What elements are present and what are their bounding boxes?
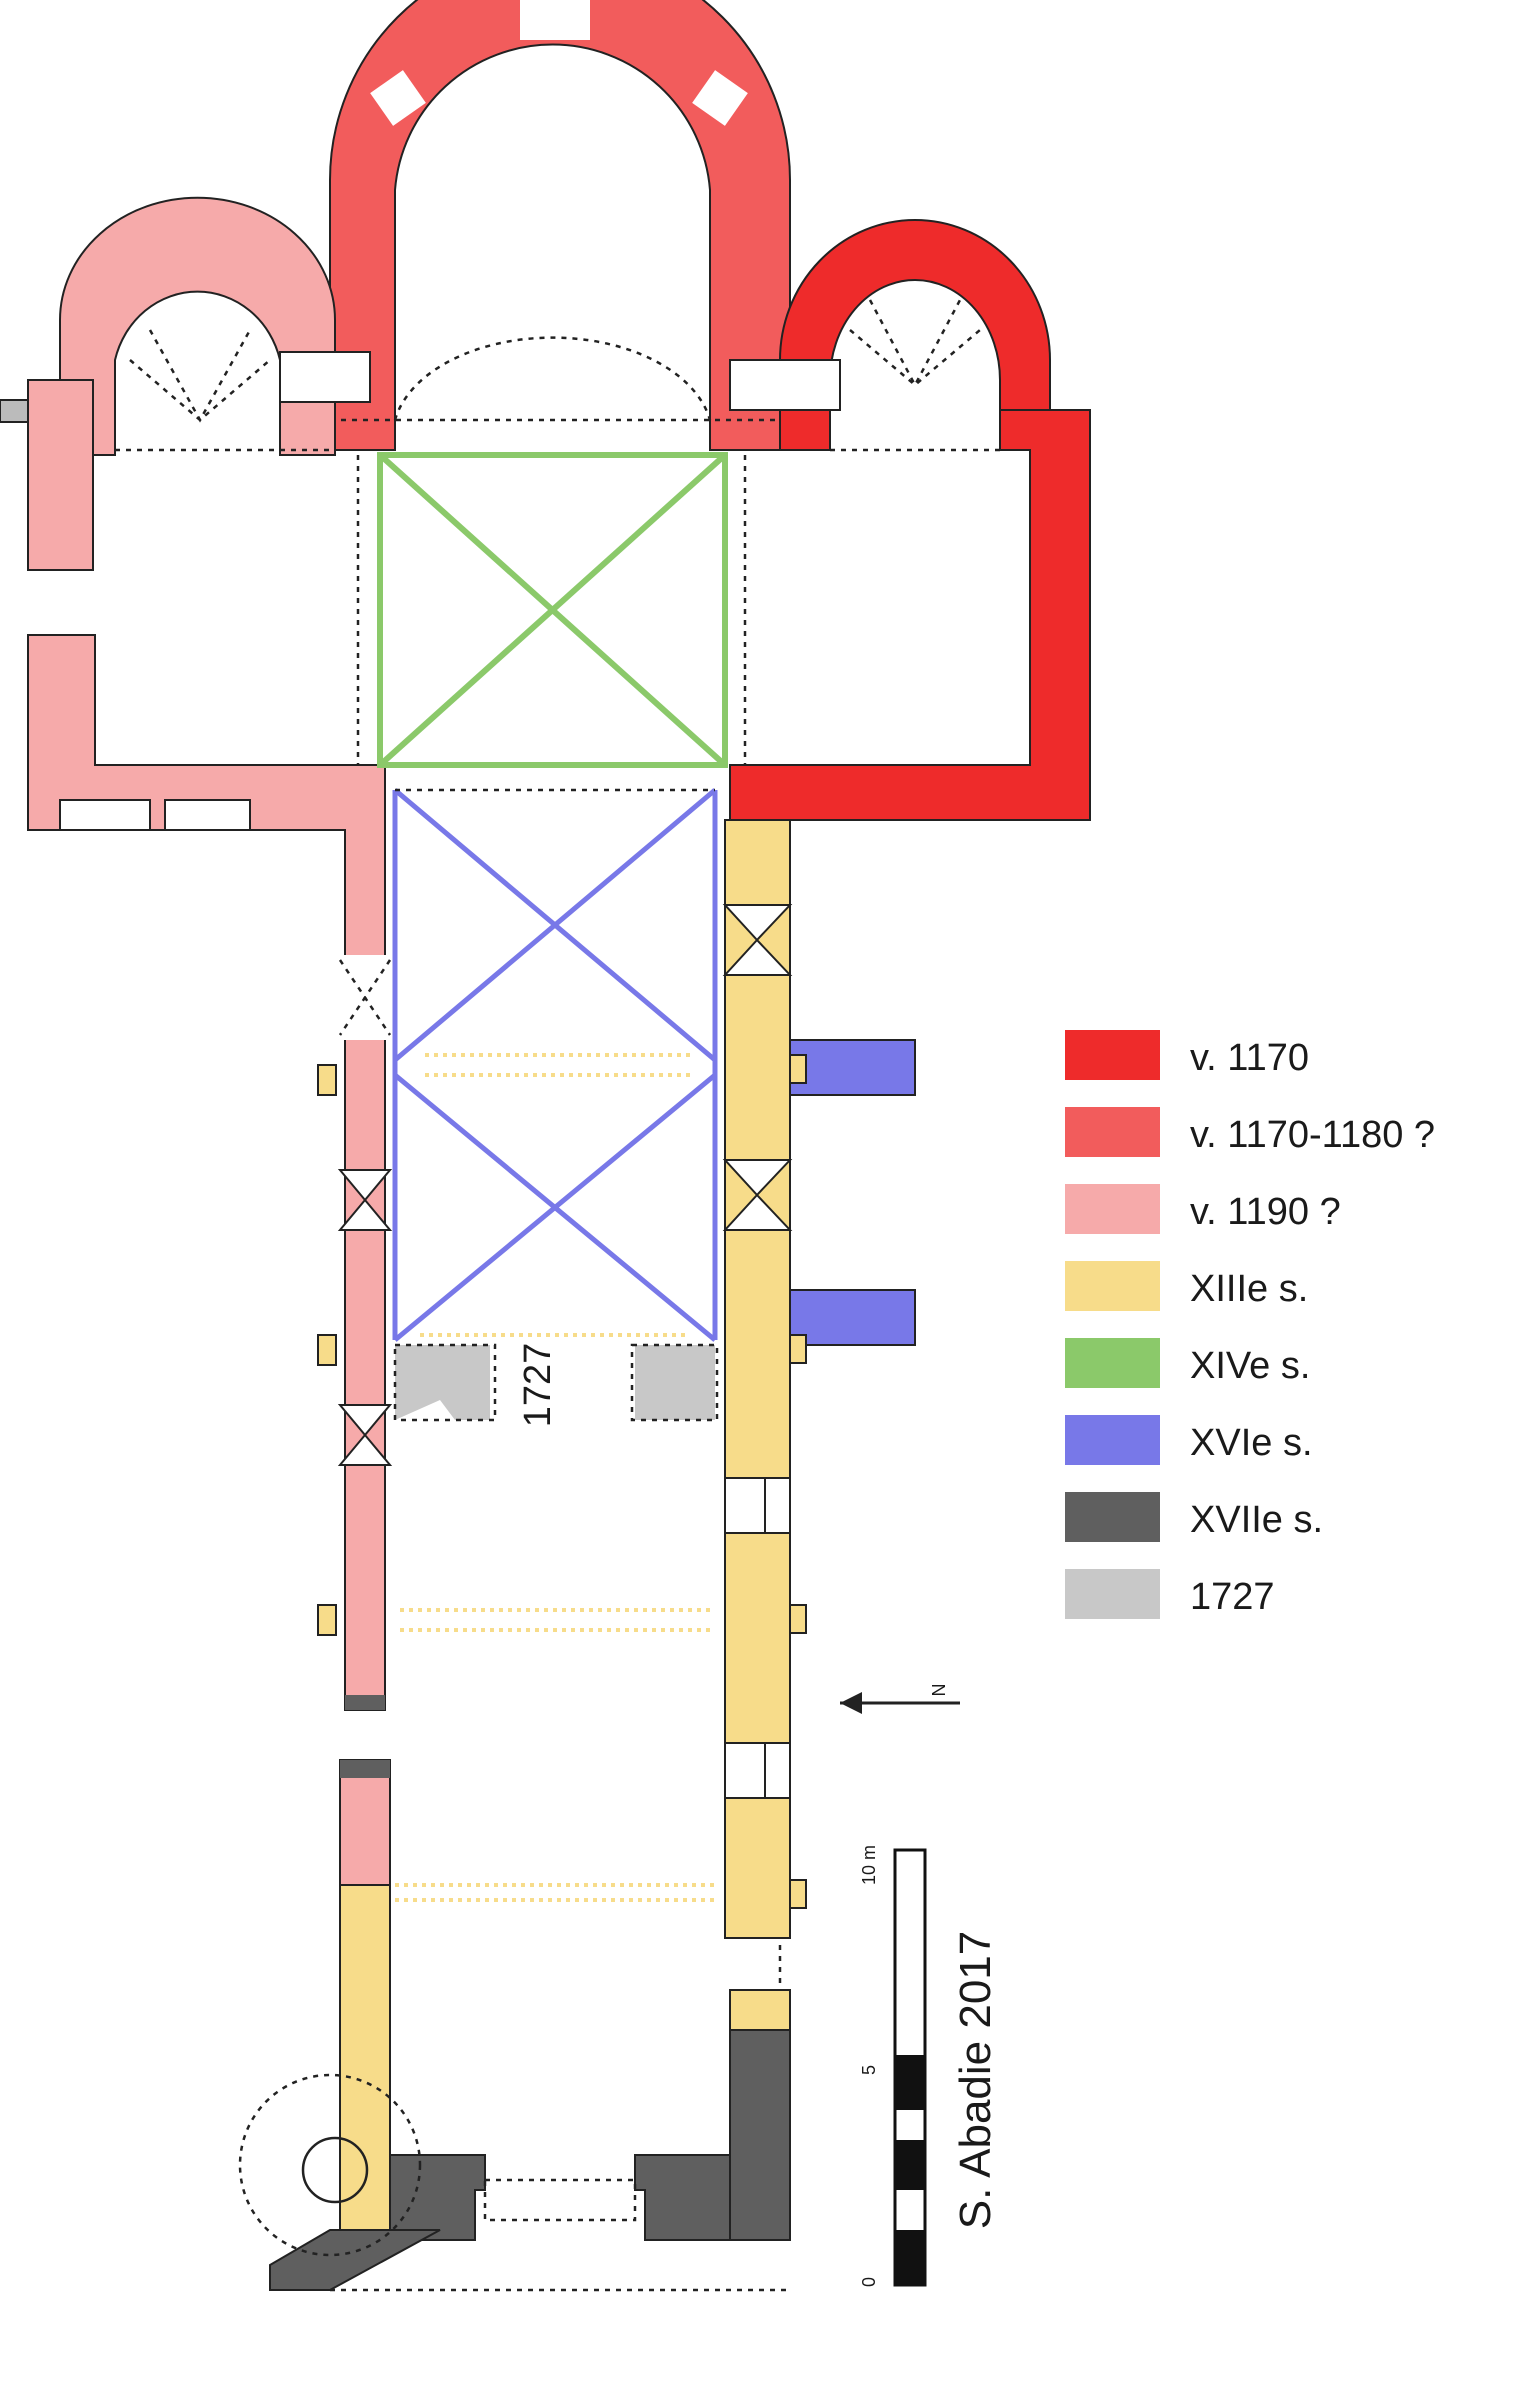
pier-1727-left-outline xyxy=(393,1343,497,1422)
north-label: N xyxy=(929,1684,949,1697)
left-chapel-niche xyxy=(279,351,371,403)
left-nave-lower-pink xyxy=(339,1759,391,1886)
legend-label-c1170: v. 1170 xyxy=(1190,1037,1309,1079)
right-nave-hourglass-2 xyxy=(722,1159,793,1231)
scale-bar: 10 m 5 0 xyxy=(859,1845,927,2287)
left-transept-opening-a xyxy=(59,799,151,831)
legend-swatch-c1170_80 xyxy=(1065,1107,1160,1157)
legend-label-xvii: XVIIe s. xyxy=(1190,1499,1323,1541)
right-chapel-dotted-rib-a xyxy=(868,299,962,388)
facade-right-dark xyxy=(729,2029,791,2241)
pilaster-r1 xyxy=(789,1054,807,1084)
annotation-1727: 1727 xyxy=(517,1343,559,1428)
pier-1727-right-outline xyxy=(630,1343,719,1422)
scale-seg-1 xyxy=(895,2055,925,2110)
pilaster-l3 xyxy=(317,1604,337,1636)
left-transept-opening-b xyxy=(164,799,251,831)
facade-right-yellow xyxy=(729,1989,791,2031)
legend-label-c1170_80: v. 1170-1180 ? xyxy=(1190,1114,1435,1156)
pilaster-r3 xyxy=(789,1604,807,1634)
central-apse xyxy=(329,0,791,451)
right-nave-wall-middle xyxy=(724,1532,791,1744)
apse-window-right xyxy=(692,70,748,126)
pilaster-r2 xyxy=(789,1334,807,1364)
facade-right-block-dark xyxy=(634,2154,731,2241)
nave-rib-2b xyxy=(393,1073,717,1342)
left-transept xyxy=(27,634,393,1711)
scale-label-5: 5 xyxy=(859,2065,879,2075)
right-apsidiole-wall xyxy=(779,219,1051,451)
facade-ramp-dark xyxy=(269,2229,441,2291)
left-nave-wall-end xyxy=(345,1695,385,1710)
left-nave-hourglass-2 xyxy=(337,1404,393,1466)
left-chapel-stub xyxy=(0,399,29,423)
crossing-rib-2 xyxy=(377,452,728,768)
pilaster-l1 xyxy=(317,1064,337,1096)
legend-swatch-xvi xyxy=(1065,1415,1160,1465)
left-nave-lower-cap xyxy=(340,1760,390,1778)
pilasters xyxy=(317,1054,807,1909)
legend-swatch-xvii xyxy=(1065,1492,1160,1542)
transverse-arches xyxy=(395,1053,715,1902)
legend-swatch-c1190 xyxy=(1065,1184,1160,1234)
apse-window-left xyxy=(370,70,426,126)
legend: v. 1170 v. 1170-1180 ? v. 1190 ? XIIIe s. XI… xyxy=(1065,1030,1435,1619)
nave-rib-1b xyxy=(393,788,717,1062)
right-nave-bay-box-1 xyxy=(724,1477,791,1534)
pilaster-r4 xyxy=(789,1879,807,1909)
crossing-vault-frame xyxy=(377,452,728,768)
stair-tower-dotted xyxy=(238,2073,422,2257)
left-chapel-dotted-rib-a xyxy=(148,329,252,423)
right-nave-bay-box-2 xyxy=(724,1742,791,1799)
scale-seg-2 xyxy=(895,2140,925,2190)
right-chapel-niche xyxy=(729,359,841,411)
left-chapel xyxy=(0,196,371,571)
crossing-vault xyxy=(356,452,747,768)
left-nave-door-hatch xyxy=(338,959,392,1036)
legend-swatch-c1170 xyxy=(1065,1030,1160,1080)
right-chapel-dotted-rib-b xyxy=(849,329,981,387)
scale-label-0: 0 xyxy=(859,2277,879,2287)
apse-window-center xyxy=(520,0,590,40)
central-apse-wall xyxy=(329,0,791,451)
legend-swatch-xiv xyxy=(1065,1338,1160,1388)
scale-label-10m: 10 m xyxy=(859,1845,879,1885)
apse-dotted-arc xyxy=(393,336,712,421)
portal-dotted xyxy=(483,2178,637,2222)
author-credit: S. Abadie 2017 xyxy=(951,1931,1000,2229)
left-nave-hourglass-1 xyxy=(337,1169,393,1231)
legend-label-xiv: XIVe s. xyxy=(1190,1345,1310,1387)
right-nave-wall-lower xyxy=(724,1797,791,1939)
buttress-right-1 xyxy=(789,1039,916,1096)
left-nave-lower xyxy=(339,1759,391,2236)
left-apsidiole-wall xyxy=(59,196,336,456)
right-transept-wall xyxy=(729,409,1091,821)
north-arrow: N xyxy=(840,1684,960,1714)
nave-vaults xyxy=(392,788,916,1346)
right-nave-hourglass-1 xyxy=(722,904,793,976)
legend-label-y1727: 1727 xyxy=(1190,1576,1275,1618)
buttress-right-2 xyxy=(789,1289,916,1346)
left-chapel-wall xyxy=(27,379,94,571)
scale-seg-3 xyxy=(895,2230,925,2285)
legend-label-xiii: XIIIe s. xyxy=(1190,1268,1308,1310)
legend-swatch-y1727 xyxy=(1065,1569,1160,1619)
pilaster-l2 xyxy=(317,1334,337,1366)
facade-left-dark xyxy=(389,2154,486,2241)
legend-swatch-xiii xyxy=(1065,1261,1160,1311)
legend-label-c1190: v. 1190 ? xyxy=(1190,1191,1341,1233)
stair-core xyxy=(301,2136,369,2204)
left-chapel-dotted-rib-b xyxy=(129,359,271,422)
pier-1727-right xyxy=(635,1345,715,1420)
left-transept-wall xyxy=(27,634,386,1711)
pier-1727-left xyxy=(395,1345,490,1420)
west-facade xyxy=(238,1989,791,2292)
legend-label-xvi: XVIe s. xyxy=(1190,1422,1313,1464)
additions-1727: 1727 xyxy=(393,1343,719,1428)
right-chapel-transept xyxy=(729,219,1091,821)
north-arrow-head xyxy=(840,1692,862,1714)
right-nave-wall xyxy=(722,819,793,1990)
